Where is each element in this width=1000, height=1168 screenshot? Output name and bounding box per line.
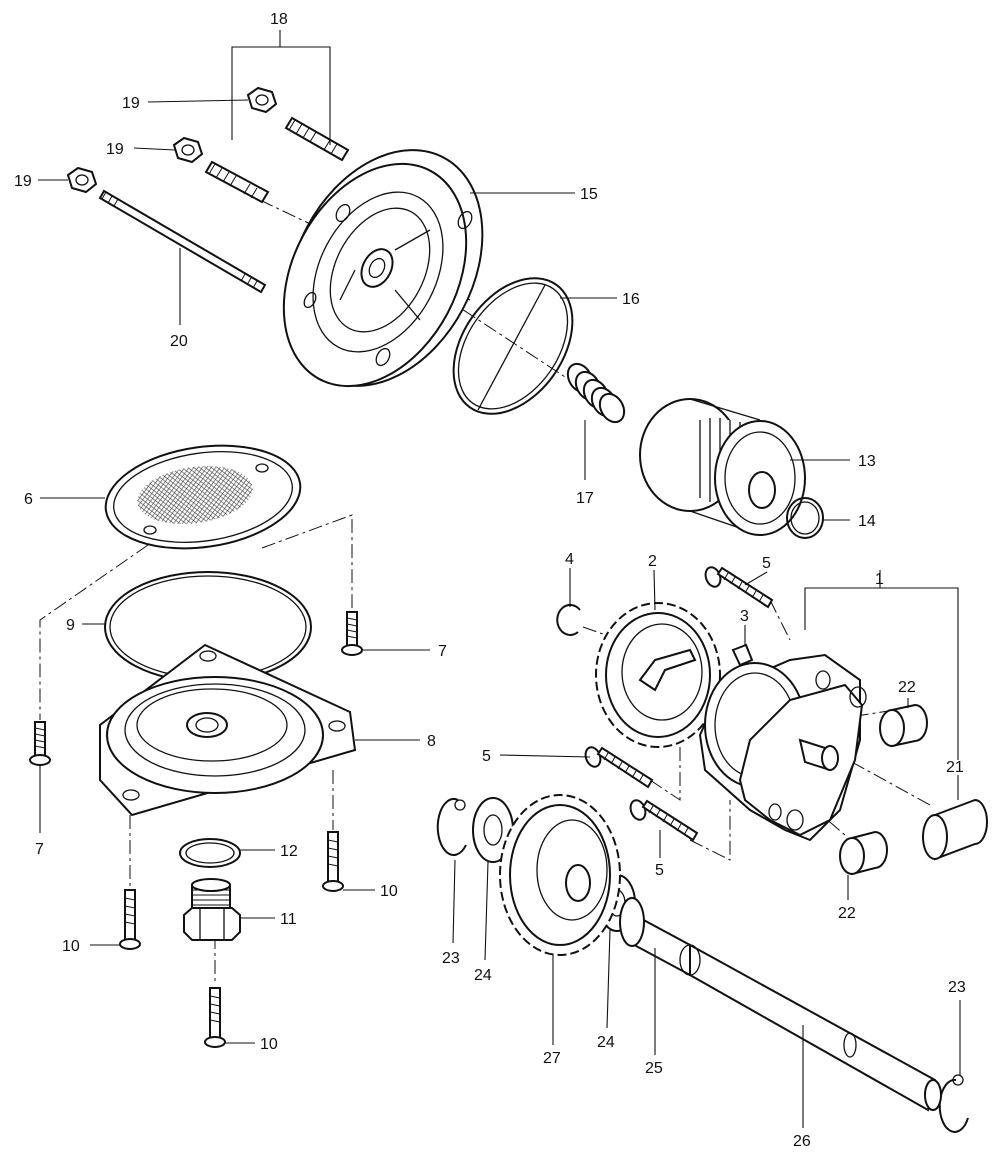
label-12: 12: [280, 843, 298, 860]
label-23a: 23: [442, 950, 460, 967]
label-19b: 19: [106, 141, 124, 158]
screws-part-5: [584, 566, 774, 842]
label-24b: 24: [597, 1034, 615, 1051]
label-7b: 7: [35, 841, 44, 858]
circlip-part-4: [556, 603, 581, 636]
drive-shaft-parts-25-26: [619, 897, 942, 1112]
label-7a: 7: [438, 643, 447, 660]
label-5c: 5: [655, 862, 664, 879]
filter-cover-part-15: [282, 149, 484, 388]
label-15: 15: [580, 186, 598, 203]
dowels-part-22: [839, 703, 928, 876]
label-10c: 10: [260, 1036, 278, 1053]
oil-pump-body-part-1: [698, 653, 867, 842]
spring-part-17: [566, 362, 626, 424]
label-13: 13: [858, 453, 876, 470]
label-21: 21: [946, 759, 964, 776]
leader-lines: [38, 30, 961, 1128]
stud-bolts-part-18: [204, 116, 350, 204]
label-1: 1: [875, 571, 884, 588]
drive-gear-part-27: [499, 794, 621, 956]
pin-part-3: [731, 643, 754, 667]
pump-gear-part-2: [595, 602, 721, 748]
sealing-washer-part-12: [179, 838, 241, 868]
label-6: 6: [24, 491, 33, 508]
strainer-cover-part-8: [99, 643, 357, 817]
label-22b: 22: [838, 905, 856, 922]
nuts-part-19: [66, 86, 278, 194]
label-10a: 10: [380, 883, 398, 900]
long-stud-part-20: [98, 189, 267, 294]
label-17: 17: [576, 490, 594, 507]
label-3: 3: [740, 608, 749, 625]
label-24a: 24: [474, 967, 492, 984]
label-22a: 22: [898, 679, 916, 696]
center-lines: [39, 199, 931, 985]
oil-filter-part-13: [639, 398, 806, 536]
label-14: 14: [858, 513, 876, 530]
label-18: 18: [270, 11, 288, 28]
label-4: 4: [565, 551, 574, 568]
o-ring-part-14: [786, 497, 824, 539]
label-20: 20: [170, 333, 188, 350]
sleeve-part-21: [922, 798, 988, 861]
circlips-part-23: [436, 798, 969, 1133]
label-8: 8: [427, 733, 436, 750]
bolts-part-10: [119, 831, 344, 1048]
o-ring-part-16: [452, 277, 574, 415]
label-2: 2: [648, 553, 657, 570]
label-5b: 5: [482, 748, 491, 765]
drain-plug-part-11: [183, 878, 241, 941]
label-11: 11: [280, 911, 297, 928]
label-16: 16: [622, 291, 640, 308]
label-25: 25: [645, 1060, 663, 1077]
callout-labels: 18 19 19 19 15 20 16 17 13 14 6 9 7 8 7 …: [14, 11, 966, 1150]
label-27: 27: [543, 1050, 561, 1067]
strainer-screen-part-6: [104, 444, 302, 550]
label-26: 26: [793, 1133, 811, 1150]
label-9: 9: [66, 617, 75, 634]
label-19c: 19: [14, 173, 32, 190]
label-5a: 5: [762, 555, 771, 572]
label-19a: 19: [122, 95, 140, 112]
label-10b: 10: [62, 938, 80, 955]
label-23b: 23: [948, 979, 966, 996]
